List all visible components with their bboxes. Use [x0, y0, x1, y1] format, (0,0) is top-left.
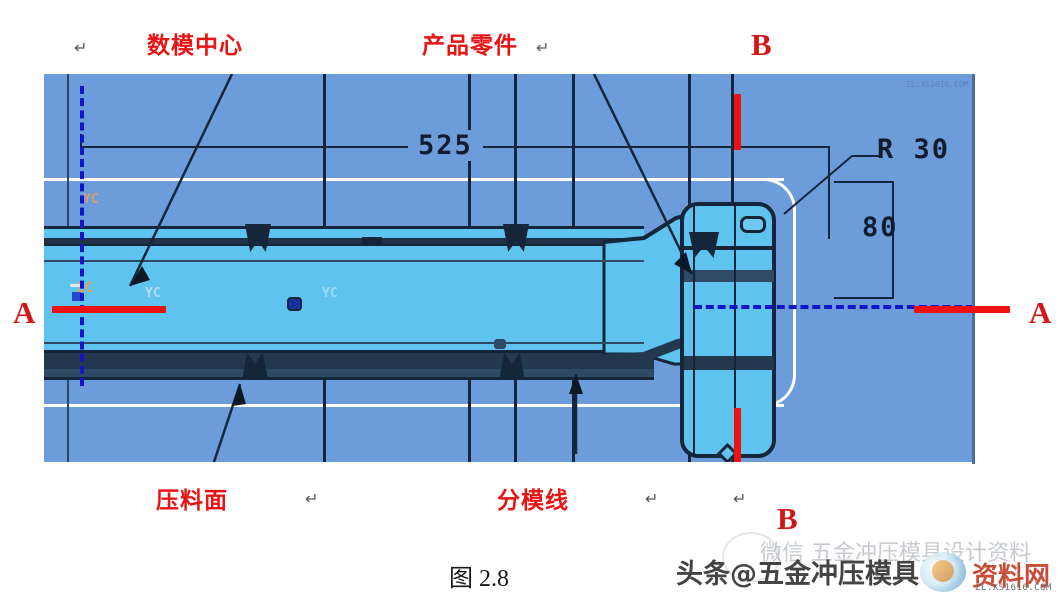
cad-triad-axis-y	[70, 284, 80, 287]
cad-triad-label-y2: YC	[83, 192, 99, 207]
cad-triad-label-y: YC	[145, 286, 161, 301]
annotation-parting-line: 分模线	[497, 488, 569, 514]
leader-blank-holder-surface	[212, 383, 246, 462]
leader-parting-line	[569, 374, 583, 454]
watermark-ghost-text: 微信 五金冲压模具设计资料	[760, 541, 1031, 566]
centerline-vertical	[80, 86, 84, 386]
part-hole-upper	[740, 216, 766, 233]
radius-leader-line	[783, 155, 879, 215]
cad-triad-label-y3: YC	[322, 286, 338, 301]
watermark-logo-subtext: ZL.XS1616.COM	[975, 583, 1052, 593]
part-rib-line-2	[44, 342, 644, 344]
pilcrow-mark-1: ↵	[74, 40, 88, 57]
part-head-edge-mid	[684, 270, 774, 282]
part-head-rib-2	[734, 204, 736, 456]
part-flange-lower-edge	[44, 369, 654, 380]
watermark-top-right: ZL.XS1616.COM	[906, 80, 969, 89]
watermark-logo-text: 资料网	[972, 562, 1051, 592]
part-flange-upper-light	[44, 226, 644, 238]
watermark-ghost-circle	[722, 532, 780, 582]
watermark-primary-text: 头条@五金冲压模具	[676, 559, 919, 590]
section-bar-a-left-outer	[52, 306, 152, 313]
cad-triad	[66, 282, 126, 322]
part-head-edge-bottom	[684, 356, 774, 370]
part-feature-hole-right	[494, 339, 506, 349]
dimension-525: 525	[408, 130, 483, 161]
cad-triad-axis-z	[72, 292, 81, 301]
annotation-digital-model-center: 数模中心	[147, 33, 243, 59]
pilcrow-mark-2: ↵	[536, 40, 550, 57]
part-flange-lower	[44, 353, 654, 369]
section-bar-b-bottom	[734, 408, 741, 462]
pilcrow-mark-5: ↵	[733, 491, 747, 508]
dim-line-80	[892, 181, 894, 299]
part-head-rib-1	[693, 204, 695, 456]
section-letter-b-bottom: B	[777, 501, 798, 536]
dim-witness-80-bottom	[834, 297, 894, 299]
part-head-edge-top	[684, 246, 774, 250]
watermark-logo-badge	[920, 552, 966, 592]
section-bar-a-right-outer	[915, 306, 1010, 313]
dim-witness-right	[828, 146, 830, 239]
cad-viewport: ZC YC YC YC 525 R 30 80	[44, 74, 974, 462]
part-flange-upper	[44, 234, 644, 244]
section-letter-a-left: A	[13, 295, 36, 330]
part-feature-hole-mid	[287, 297, 302, 311]
blank-outline-bottom	[44, 404, 784, 407]
dimension-r30: R 30	[877, 134, 951, 165]
pilcrow-mark-4: ↵	[645, 491, 659, 508]
dimension-80: 80	[862, 212, 899, 243]
leader-digital-model-center	[128, 74, 234, 287]
viewport-right-border	[972, 74, 975, 464]
annotation-product-part: 产品零件	[422, 33, 518, 59]
pilcrow-mark-3: ↵	[305, 491, 319, 508]
section-letter-b-top: B	[751, 27, 772, 62]
dim-witness-80-top	[834, 181, 894, 183]
centerline-horizontal	[694, 305, 974, 309]
part-feature-tab	[362, 237, 382, 245]
figure-caption: 图 2.8	[449, 566, 509, 592]
part-rib-line-1	[44, 260, 644, 262]
blank-outline-top	[44, 178, 784, 181]
section-bar-b-top	[734, 94, 741, 150]
leader-product-part	[592, 74, 694, 275]
annotation-blank-holder-surface: 压料面	[156, 488, 228, 514]
section-letter-a-right: A	[1029, 295, 1052, 330]
